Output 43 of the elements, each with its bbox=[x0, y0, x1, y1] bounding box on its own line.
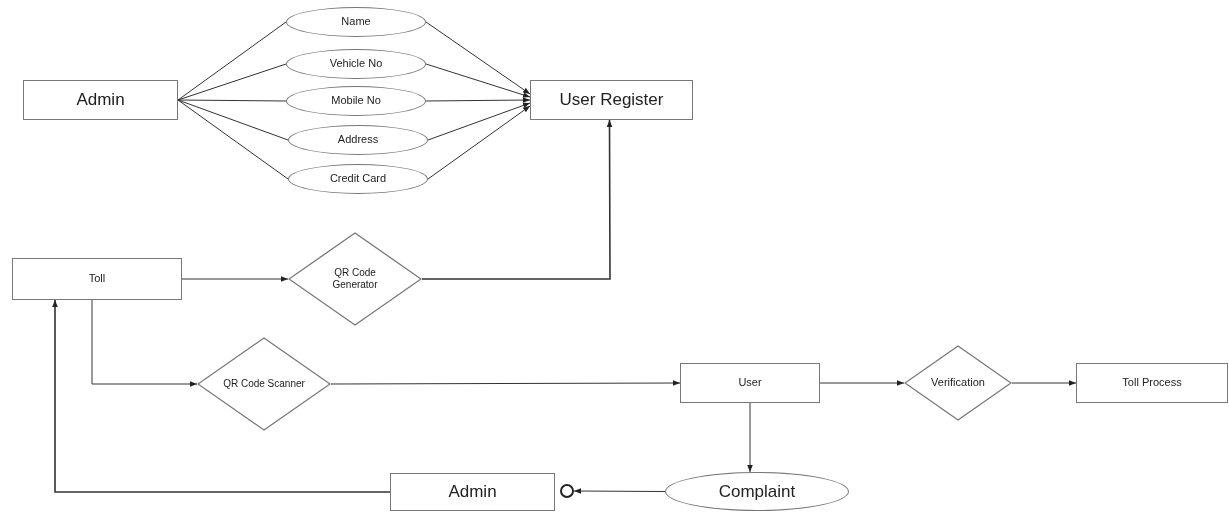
node-label: Toll bbox=[88, 272, 106, 286]
arrow bbox=[427, 102, 531, 141]
arrow bbox=[330, 380, 681, 386]
decision-diamond bbox=[197, 337, 331, 431]
entity-box bbox=[390, 473, 555, 511]
node-label: QR Code Generator bbox=[331, 266, 379, 292]
connector-line bbox=[177, 63, 287, 101]
decision-diamond bbox=[904, 345, 1012, 421]
node-label: Admin bbox=[76, 89, 125, 111]
arrow bbox=[181, 276, 289, 282]
arrow bbox=[425, 21, 531, 95]
node-label: Credit Card bbox=[329, 172, 387, 186]
node-label: User Register bbox=[559, 89, 664, 111]
node-label: User bbox=[738, 376, 762, 390]
arrow bbox=[747, 402, 753, 473]
node-label: Verification bbox=[931, 376, 985, 390]
entity-box bbox=[1076, 363, 1228, 403]
arrow bbox=[91, 299, 198, 387]
entity-box bbox=[12, 258, 182, 300]
node-label: Complaint bbox=[718, 480, 796, 503]
arrow bbox=[52, 299, 391, 493]
node-label: Name bbox=[341, 15, 371, 29]
connector-line bbox=[177, 99, 287, 102]
arrow bbox=[573, 488, 666, 494]
node-label: Vehicle No bbox=[329, 57, 383, 71]
arrow bbox=[427, 105, 531, 180]
arrow bbox=[425, 63, 531, 98]
node-label: Toll Process bbox=[1122, 376, 1182, 390]
arrow bbox=[425, 97, 531, 103]
arrow bbox=[421, 119, 613, 280]
decision-diamond bbox=[288, 232, 422, 326]
connector-line bbox=[177, 21, 287, 101]
node-label: Admin bbox=[448, 481, 497, 503]
entity-box bbox=[23, 80, 178, 120]
entity-box bbox=[530, 80, 693, 120]
arrow bbox=[819, 380, 905, 386]
node-label: Address bbox=[337, 133, 379, 147]
node-label: Mobile No bbox=[331, 94, 381, 108]
connector-line bbox=[177, 99, 289, 180]
connector-line bbox=[177, 99, 289, 141]
node-label: QR Code Scanner bbox=[223, 377, 305, 391]
arrow bbox=[1011, 380, 1077, 386]
entity-box bbox=[680, 363, 820, 403]
